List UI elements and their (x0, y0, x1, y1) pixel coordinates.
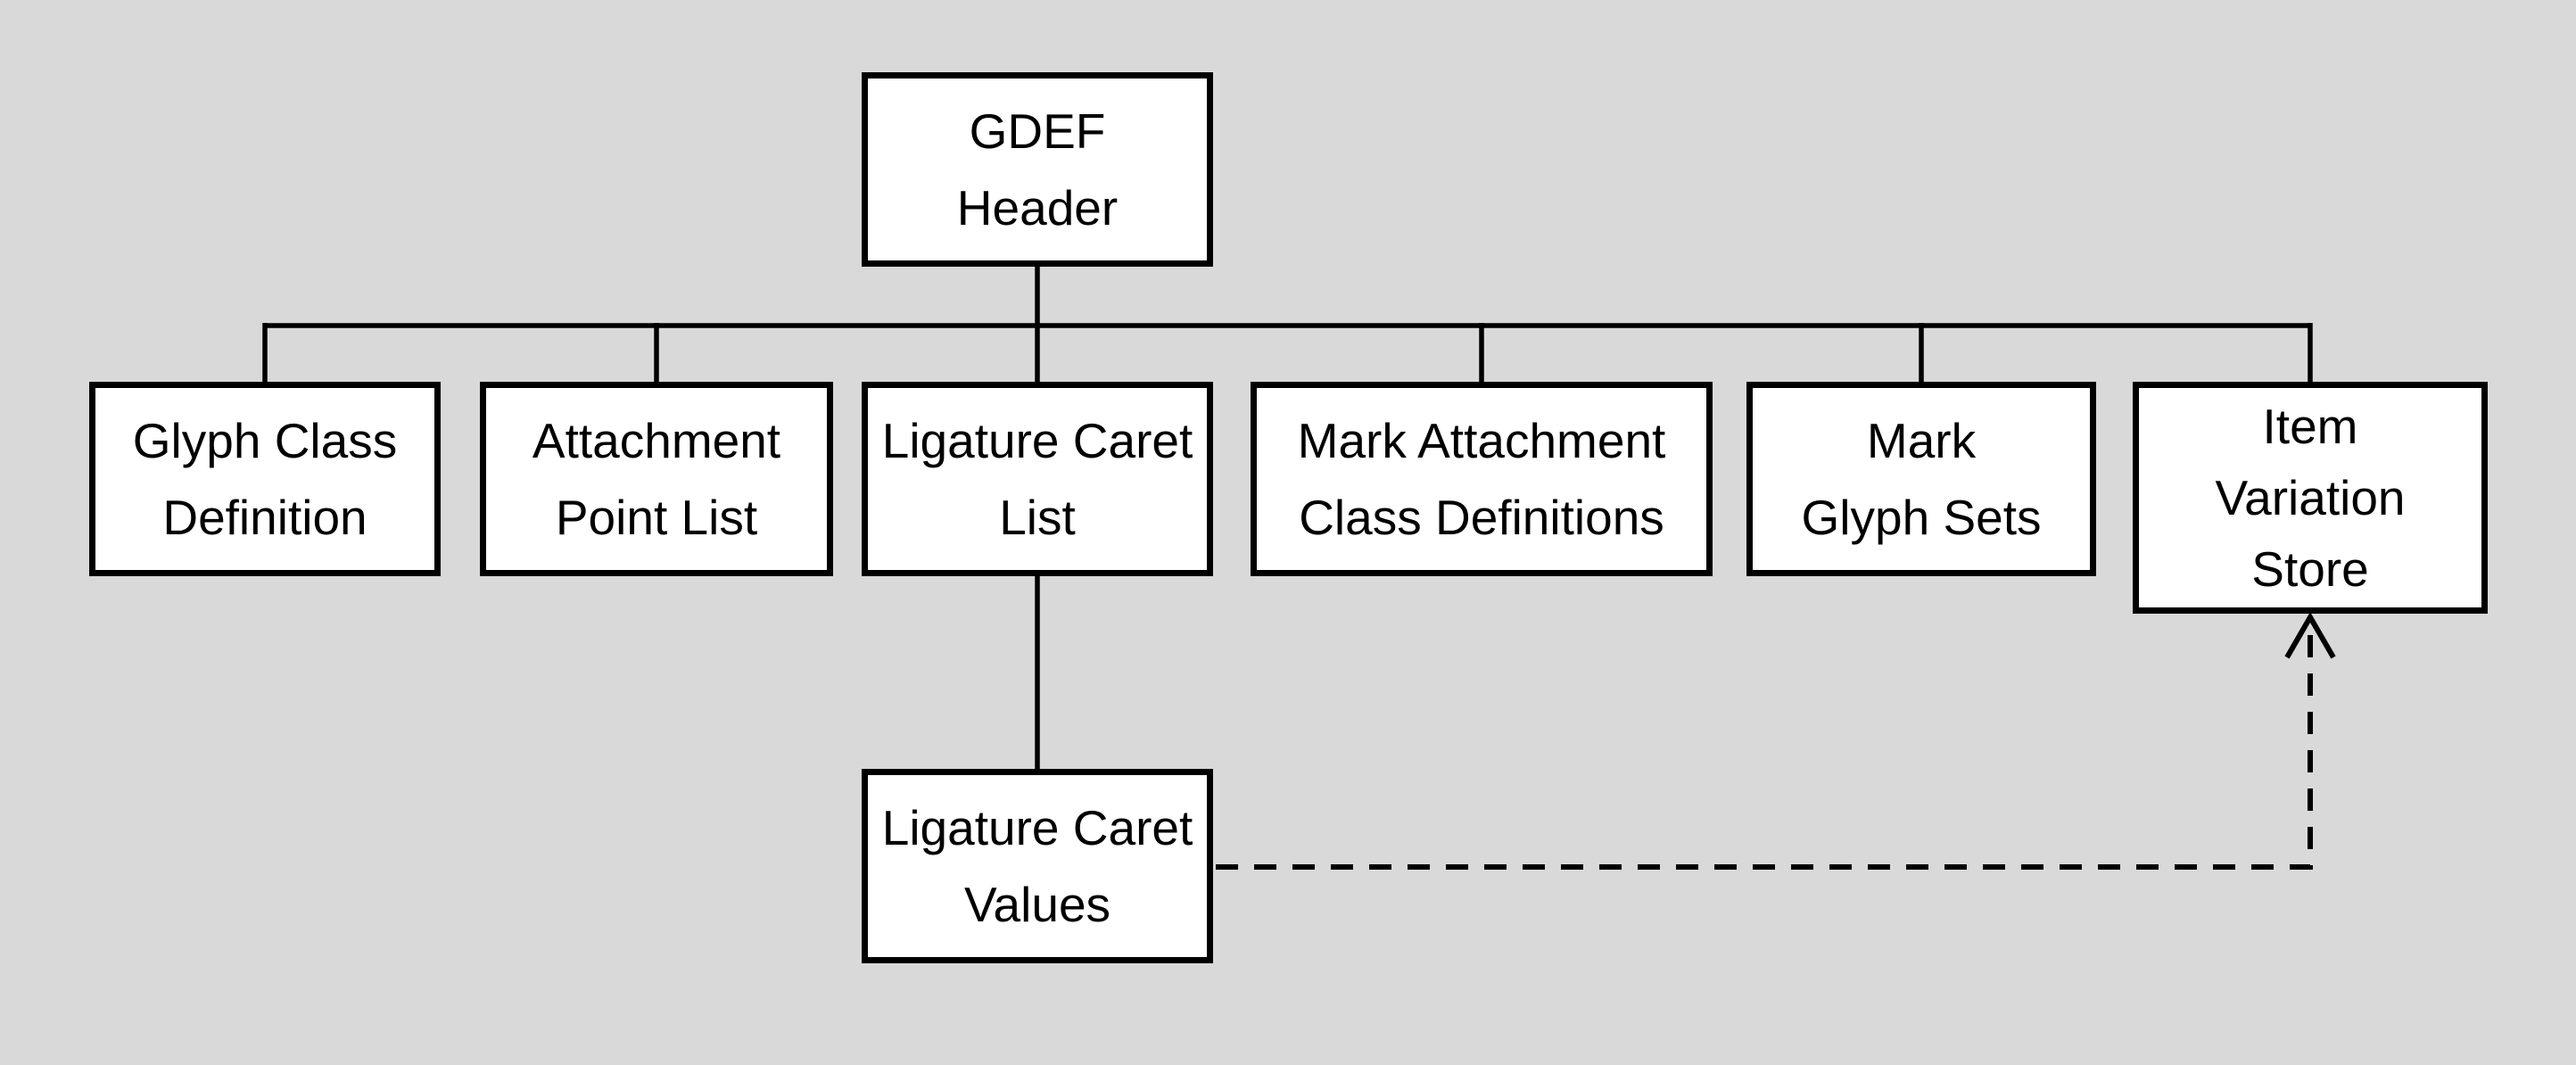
node-mark-attachment-class-definitions: Mark Attachment Class Definitions (1251, 382, 1713, 576)
node-label-line: GDEF (969, 103, 1106, 159)
node-gdef-header: GDEF Header (862, 72, 1213, 267)
node-attachment-point-list: Attachment Point List (480, 382, 833, 576)
node-label-line: Attachment (532, 413, 781, 468)
node-label-line: List (999, 490, 1076, 545)
node-label-line: Variation (2215, 470, 2406, 525)
node-label-line: Point List (555, 490, 758, 545)
node-label-line: Ligature Caret (881, 413, 1193, 468)
node-label-line: Mark Attachment (1297, 413, 1666, 468)
node-label-line: Store (2251, 541, 2369, 597)
node-item-variation-store: Item Variation Store (2133, 382, 2488, 614)
node-label-line: Item (2262, 399, 2358, 454)
node-label-line: Values (963, 877, 1111, 932)
node-label-line: Mark (1866, 413, 1977, 468)
arrowhead-chevron (2284, 612, 2336, 659)
node-label-line: Glyph Class (132, 413, 398, 468)
node-glyph-class-definition: Glyph Class Definition (89, 382, 441, 576)
node-mark-glyph-sets: Mark Glyph Sets (1746, 382, 2096, 576)
node-label-line: Glyph Sets (1801, 490, 2042, 545)
node-label-line: Class Definitions (1299, 490, 1664, 545)
node-label-line: Header (956, 180, 1119, 235)
dashed-arrow-connector (1216, 630, 2313, 870)
node-label-line: Ligature Caret (881, 800, 1193, 855)
node-ligature-caret-list: Ligature Caret List (862, 382, 1213, 576)
node-label-line: Definition (162, 490, 367, 545)
node-ligature-caret-values: Ligature Caret Values (862, 769, 1213, 963)
